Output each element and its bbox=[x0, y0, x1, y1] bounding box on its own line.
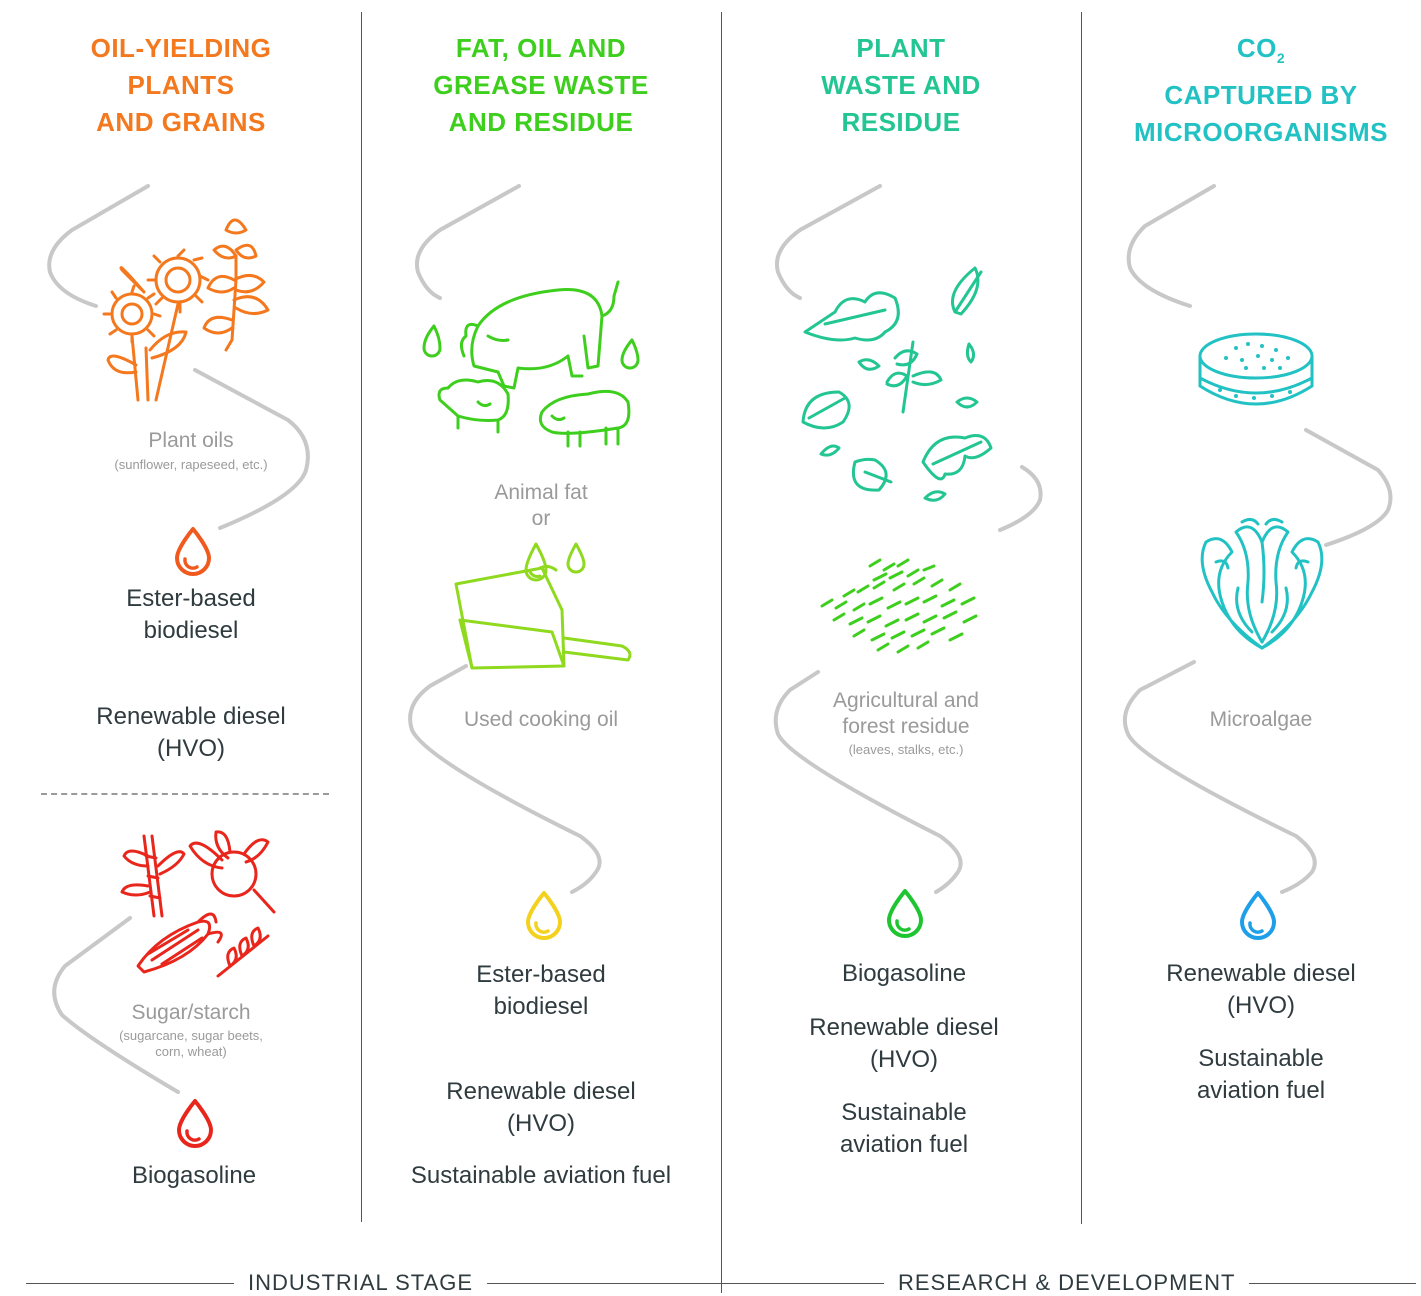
product-renewable-diesel: Renewable diesel (HVO) bbox=[741, 1012, 1067, 1076]
agricultural-residue-icon bbox=[820, 558, 978, 654]
source-line: forest residue bbox=[842, 715, 970, 738]
product-line: Sustainable bbox=[841, 1099, 967, 1126]
flow-path-c4-b bbox=[1304, 428, 1393, 547]
footer-research-development: RESEARCH & DEVELOPMENT bbox=[884, 1270, 1250, 1296]
product-line: Sustainable bbox=[1198, 1045, 1324, 1072]
source-line: or bbox=[531, 507, 551, 530]
product-renewable-diesel: Renewable diesel (HVO) bbox=[41, 701, 341, 765]
product-sustainable-aviation-fuel: Sustainable aviation fuel bbox=[410, 1162, 672, 1189]
product-sustainable-aviation-fuel: Sustainable aviation fuel bbox=[741, 1097, 1067, 1161]
title-line: OIL-YIELDING bbox=[90, 33, 272, 63]
footer-line-left bbox=[26, 1283, 1416, 1284]
source-detail: (leaves, stalks, etc.) bbox=[848, 742, 964, 757]
source-label: Plant oils bbox=[148, 429, 234, 452]
product-line: (HVO) bbox=[507, 1110, 575, 1137]
product-line: Ester-based bbox=[126, 585, 256, 612]
product-line: (HVO) bbox=[157, 735, 225, 762]
product-line: (HVO) bbox=[1227, 992, 1295, 1019]
product-ester-biodiesel: Ester-based biodiesel bbox=[41, 583, 341, 647]
leaves-icon bbox=[801, 266, 993, 502]
product-line: (HVO) bbox=[870, 1046, 938, 1073]
product-line: Ester-based bbox=[476, 961, 606, 988]
title-line: AND GRAINS bbox=[96, 107, 266, 137]
title-line: AND RESIDUE bbox=[448, 107, 634, 137]
title-line: WASTE AND bbox=[821, 70, 981, 100]
sugarcane-beet-corn-wheat-icon bbox=[120, 830, 276, 978]
source-label: Microalgae bbox=[1209, 708, 1313, 731]
product-biogasoline: Biogasoline bbox=[841, 960, 967, 987]
column-title-plant-waste: PLANT WASTE AND RESIDUE bbox=[741, 30, 1061, 141]
column-divider-3 bbox=[1081, 12, 1082, 1224]
column-divider-2 bbox=[721, 12, 722, 1293]
title-line: CAPTURED BY bbox=[1164, 80, 1358, 110]
title-line: CO2 bbox=[1101, 30, 1421, 77]
title-line: RESIDUE bbox=[841, 107, 961, 137]
fuel-drop-icon bbox=[175, 527, 211, 576]
flow-path-c3-c bbox=[773, 670, 963, 894]
title-line: PLANT bbox=[856, 33, 946, 63]
source-label-animal-fat: Animal fat or bbox=[381, 480, 701, 532]
column-title-co2-microorganisms: CO2 CAPTURED BY MICROORGANISMS bbox=[1101, 30, 1421, 151]
product-line: biodiesel bbox=[143, 617, 239, 644]
source-label: Sugar/starch bbox=[131, 1001, 251, 1024]
product-line: Renewable diesel bbox=[1166, 960, 1356, 987]
product-sustainable-aviation-fuel: Sustainable aviation fuel bbox=[1101, 1043, 1421, 1107]
flow-path-c1-b bbox=[193, 368, 310, 530]
flow-path-c1-a bbox=[47, 184, 150, 308]
title-line: FAT, OIL AND bbox=[455, 33, 627, 63]
source-line: Animal fat bbox=[494, 481, 588, 504]
source-label-agricultural-forest: Agricultural and forest residue bbox=[741, 688, 1071, 740]
product-renewable-diesel: Renewable diesel (HVO) bbox=[1101, 958, 1421, 1022]
livestock-animals-icon bbox=[422, 280, 640, 448]
column-divider-1 bbox=[361, 12, 362, 1222]
product-line: Renewable diesel bbox=[96, 703, 286, 730]
sunflower-rapeseed-icon bbox=[102, 218, 270, 402]
source-label: Used cooking oil bbox=[463, 708, 619, 731]
source-detail: (sugarcane, sugar beets, corn, wheat) bbox=[41, 1028, 341, 1060]
flow-path-c4-c bbox=[1123, 660, 1317, 894]
flow-path-c2-b bbox=[408, 664, 602, 894]
product-line: aviation fuel bbox=[1196, 1077, 1326, 1104]
title-co2: CO bbox=[1236, 33, 1277, 63]
product-biogasoline: Biogasoline bbox=[131, 1162, 257, 1189]
source-line: Agricultural and bbox=[833, 689, 979, 712]
footer-industrial-stage: INDUSTRIAL STAGE bbox=[234, 1270, 488, 1296]
flow-path-c3-a bbox=[775, 184, 882, 300]
fuel-drop-icon bbox=[177, 1099, 213, 1148]
source-detail-line: (sugarcane, sugar beets, bbox=[119, 1028, 263, 1043]
product-line: Renewable diesel bbox=[446, 1078, 636, 1105]
fuel-drop-icon bbox=[1240, 891, 1276, 940]
product-ester-biodiesel: Ester-based biodiesel bbox=[381, 959, 701, 1023]
product-line: biodiesel bbox=[493, 993, 589, 1020]
flow-path-c1-c bbox=[52, 916, 180, 1094]
dashed-separator bbox=[41, 793, 329, 795]
flow-path-c4-a bbox=[1126, 184, 1216, 308]
title-co2-subscript: 2 bbox=[1276, 50, 1286, 66]
product-renewable-diesel: Renewable diesel (HVO) bbox=[381, 1076, 701, 1140]
cooking-oil-fryer-icon bbox=[454, 542, 632, 670]
flow-path-c3-b bbox=[998, 465, 1043, 532]
petri-dish-icon bbox=[1198, 332, 1314, 406]
flow-path-c2-a bbox=[415, 184, 521, 300]
product-line: aviation fuel bbox=[839, 1131, 969, 1158]
column-title-oil-yielding-plants: OIL-YIELDING PLANTS AND GRAINS bbox=[41, 30, 321, 141]
fuel-drop-icon bbox=[526, 891, 562, 940]
source-detail: (sunflower, rapeseed, etc.) bbox=[114, 457, 268, 472]
source-detail-line: corn, wheat) bbox=[155, 1044, 227, 1059]
title-line: MICROORGANISMS bbox=[1134, 117, 1388, 147]
fuel-drop-icon bbox=[887, 889, 923, 938]
column-title-fat-oil-grease: FAT, OIL AND GREASE WASTE AND RESIDUE bbox=[381, 30, 701, 141]
product-line: Renewable diesel bbox=[809, 1014, 999, 1041]
microalgae-icon bbox=[1200, 517, 1324, 650]
title-line: PLANTS bbox=[127, 70, 235, 100]
title-line: GREASE WASTE bbox=[433, 70, 649, 100]
